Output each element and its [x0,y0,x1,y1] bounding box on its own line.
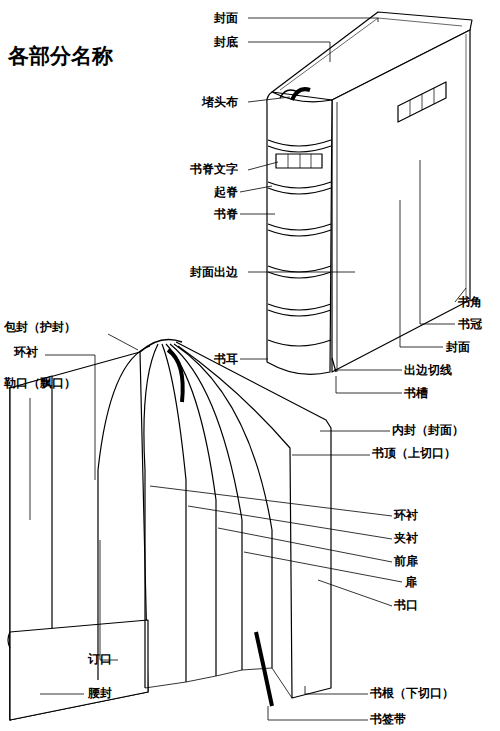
part-label: 出边切线 [404,363,452,377]
part-label: 封面 [446,340,470,354]
ribbon [292,89,310,100]
part-label: 起脊 [214,185,238,199]
part-label: 环衬 [14,345,38,359]
part-label: 封面 [214,11,238,25]
spine-band [268,140,331,152]
part-label: 书脊文字 [190,162,238,176]
spine-band [268,304,331,316]
ribbon [256,632,272,706]
part-label: 环衬 [394,508,418,522]
part-label: 包封（护封） [4,320,76,334]
spine-band [268,182,331,194]
part-label: 内封（封面） [392,423,464,437]
spine-label [276,154,322,168]
part-label: 订口 [88,652,112,666]
part-label: 书冠 [458,317,482,331]
part-label: 前扉 [394,554,418,568]
part-label: 书脊 [214,207,238,221]
belly-band [10,620,148,720]
groove-line [337,102,338,372]
part-label: 扉 [405,575,417,589]
part-label: 堵头布 [202,95,238,109]
page [144,344,158,688]
leader-lines [30,18,466,720]
cover-label-grid [410,88,434,116]
ribbon [168,350,183,402]
page [166,344,216,676]
page [162,344,186,682]
front-board [176,342,331,698]
part-label: 封底 [214,35,238,49]
spine [267,92,332,374]
part-label: 书槽 [404,386,428,400]
part-label: 夹衬 [394,531,418,545]
diagram-title: 各部分名称 [8,44,113,68]
back-cover [10,352,148,720]
part-label: 书口 [394,598,418,612]
endpaper-left [98,346,150,680]
part-label: 书签带 [370,712,406,726]
cover-label [398,82,446,122]
part-label: 书角 [458,295,482,309]
spine-band [268,340,331,346]
part-label: 勒口（飘口） [4,376,76,390]
part-label: 书根（下切口） [370,686,454,700]
part-label: 封面出边 [190,265,238,279]
part-label: 腰封 [88,686,112,700]
spine-label-grid [288,154,311,168]
spine-band [268,224,331,236]
part-label: 书耳 [214,352,238,366]
front-cover [332,30,470,372]
edge-line [466,34,467,298]
part-label: 书顶（上切口） [372,446,456,460]
band-fold [8,632,10,648]
